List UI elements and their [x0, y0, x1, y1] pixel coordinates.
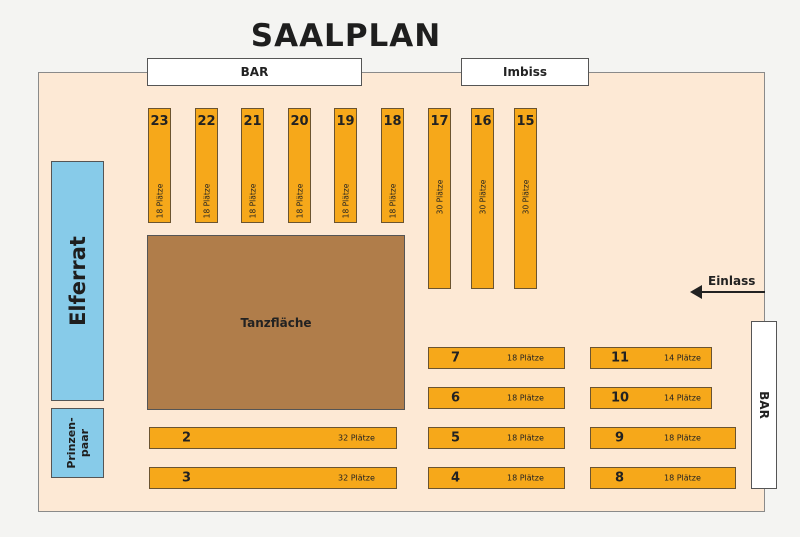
table-seats: 18 Plätze: [155, 183, 164, 219]
bar-top-label: BAR: [240, 65, 269, 79]
table[interactable]: 8 18 Plätze: [590, 467, 736, 489]
table-number: 11: [611, 350, 630, 366]
table-seats: 18 Plätze: [507, 473, 544, 483]
table[interactable]: 10 14 Plätze: [590, 387, 712, 409]
table[interactable]: 17 30 Plätze: [428, 108, 451, 289]
table-number: 10: [611, 390, 630, 406]
table-number: 17: [430, 114, 449, 129]
imbiss[interactable]: Imbiss: [461, 58, 589, 86]
table-number: 3: [182, 470, 192, 486]
table-number: 20: [290, 114, 309, 129]
table-seats: 18 Plätze: [664, 433, 701, 443]
table[interactable]: 22 18 Plätze: [195, 108, 218, 223]
table[interactable]: 5 18 Plätze: [428, 427, 565, 449]
table[interactable]: 9 18 Plätze: [590, 427, 736, 449]
table-number: 16: [473, 114, 492, 129]
table-number: 6: [451, 390, 461, 406]
table-number: 21: [243, 114, 262, 129]
table-number: 7: [451, 350, 461, 366]
table-seats: 18 Plätze: [507, 433, 544, 443]
table-seats: 14 Plätze: [664, 393, 701, 403]
bar-top[interactable]: BAR: [147, 58, 362, 86]
arrow-left-icon: [690, 285, 702, 299]
table-seats: 30 Plätze: [521, 179, 530, 215]
table-seats: 32 Plätze: [338, 473, 375, 483]
table-seats: 14 Plätze: [664, 353, 701, 363]
table-number: 2: [182, 430, 192, 446]
elferrat-label: Elferrat: [65, 236, 90, 326]
table-number: 18: [383, 114, 402, 129]
dance-floor[interactable]: Tanzfläche: [147, 235, 405, 410]
table-seats: 18 Plätze: [507, 353, 544, 363]
table[interactable]: 18 18 Plätze: [381, 108, 404, 223]
table-number: 5: [451, 430, 461, 446]
table[interactable]: 2 32 Plätze: [149, 427, 397, 449]
table-seats: 18 Plätze: [507, 393, 544, 403]
entrance-label: Einlass: [708, 274, 756, 288]
table[interactable]: 20 18 Plätze: [288, 108, 311, 223]
table[interactable]: 21 18 Plätze: [241, 108, 264, 223]
table[interactable]: 15 30 Plätze: [514, 108, 537, 289]
bar-right[interactable]: BAR: [751, 321, 777, 489]
table[interactable]: 4 18 Plätze: [428, 467, 565, 489]
table[interactable]: 23 18 Plätze: [148, 108, 171, 223]
table[interactable]: 6 18 Plätze: [428, 387, 565, 409]
table-number: 15: [516, 114, 535, 129]
table[interactable]: 11 14 Plätze: [590, 347, 712, 369]
table-seats: 32 Plätze: [338, 433, 375, 443]
table[interactable]: 19 18 Plätze: [334, 108, 357, 223]
table-number: 23: [150, 114, 169, 129]
table-seats: 18 Plätze: [202, 183, 211, 219]
prinzenpaar-area[interactable]: Prinzen- paar: [51, 408, 104, 478]
imbiss-label: Imbiss: [503, 65, 547, 79]
table[interactable]: 7 18 Plätze: [428, 347, 565, 369]
table-seats: 18 Plätze: [388, 183, 397, 219]
table-seats: 30 Plätze: [435, 179, 444, 215]
table-seats: 18 Plätze: [664, 473, 701, 483]
table-seats: 30 Plätze: [478, 179, 487, 215]
table[interactable]: 16 30 Plätze: [471, 108, 494, 289]
table-number: 8: [615, 470, 625, 486]
bar-right-label: BAR: [757, 391, 771, 419]
table-number: 4: [451, 470, 461, 486]
elferrat-area[interactable]: Elferrat: [51, 161, 104, 401]
table-number: 22: [197, 114, 216, 129]
entrance-arrow-line: [700, 291, 765, 293]
table[interactable]: 3 32 Plätze: [149, 467, 397, 489]
page-title: SAALPLAN: [250, 18, 442, 54]
table-seats: 18 Plätze: [248, 183, 257, 219]
table-seats: 18 Plätze: [295, 183, 304, 219]
prinzenpaar-label: Prinzen- paar: [64, 417, 91, 469]
table-number: 19: [336, 114, 355, 129]
dance-floor-label: Tanzfläche: [240, 315, 312, 330]
table-seats: 18 Plätze: [341, 183, 350, 219]
table-number: 9: [615, 430, 625, 446]
